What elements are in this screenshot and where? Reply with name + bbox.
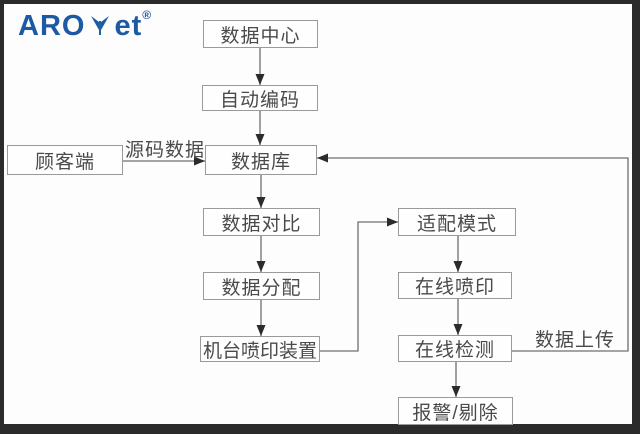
arojet-logo: ARO et ® xyxy=(18,8,152,44)
node-online-printing: 在线喷印 xyxy=(398,272,512,299)
node-database: 数据库 xyxy=(205,145,317,175)
node-data-compare: 数据对比 xyxy=(203,208,320,236)
node-data-center: 数据中心 xyxy=(203,20,318,48)
diagram-canvas: ARO et ® 数据中心 自动编码 顾客端 数据库 数据对比 数据分配 机台喷… xyxy=(4,4,632,425)
logo-text-left: ARO xyxy=(18,10,86,42)
logo-text-right: et xyxy=(114,10,143,42)
node-auto-encoding: 自动编码 xyxy=(202,85,318,111)
edge-machineprinter-to-adaptmode xyxy=(320,217,398,352)
edge-label-source-code-data: 源码数据 xyxy=(125,140,206,161)
node-alarm-reject: 报警/剔除 xyxy=(398,397,513,425)
registered-trademark: ® xyxy=(142,8,152,22)
connector-layer xyxy=(123,48,629,397)
node-machine-printer: 机台喷印装置 xyxy=(200,336,320,362)
edge-dataupload-feedback-to-database xyxy=(317,153,629,352)
node-data-distribution: 数据分配 xyxy=(203,272,320,300)
node-online-detection: 在线检测 xyxy=(398,335,512,362)
node-customer-side: 顾客端 xyxy=(7,145,123,175)
node-adapt-mode: 适配模式 xyxy=(398,208,516,236)
edge-label-data-upload: 数据上传 xyxy=(535,330,616,351)
leaf-arrow-icon xyxy=(88,15,112,44)
